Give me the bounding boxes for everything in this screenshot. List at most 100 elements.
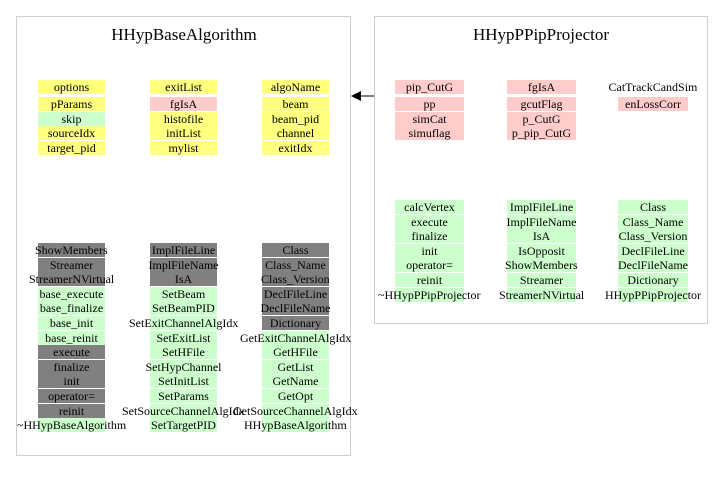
member-label: histofile (163, 111, 204, 126)
left-member-1-2-9: SetInitList (150, 374, 217, 389)
member-label: Streamer (49, 257, 94, 272)
member-label: operator= (406, 258, 453, 273)
member-label: base_init (49, 316, 94, 330)
member-label: beam (282, 97, 309, 111)
right-member-2-2-3: DeclFileLine (618, 243, 688, 258)
member-label: DeclFileLine (621, 243, 685, 258)
member-label: base_execute (39, 286, 104, 301)
member-label: options (53, 80, 90, 94)
member-label: ImplFileName (506, 214, 577, 229)
member-label: StreamerNVirtual (499, 287, 585, 302)
member-label: p_CutG (522, 111, 561, 126)
member-label: init (421, 243, 438, 258)
member-label: Dictionary (269, 316, 322, 330)
member-label: Streamer (519, 273, 564, 287)
left-member-2-2-12: HHypBaseAlgorithm (244, 418, 347, 433)
left-member-2-2-5: Dictionary (262, 316, 329, 330)
right-member-2-2-6: HHypPPipProjector (605, 287, 701, 302)
right-member-0-2-1: execute (395, 214, 464, 229)
member-label: IsA (532, 229, 551, 244)
member-label: fgIsA (169, 97, 198, 111)
right-member-1-2-2: IsA (507, 229, 576, 244)
right-member-0-1-1: simCat (395, 111, 464, 126)
left-member-2-0-0: algoName (262, 80, 329, 94)
member-label: base_reinit (45, 330, 98, 345)
left-member-2-2-11: GetSourceChannelAlgIdx (233, 403, 358, 418)
left-member-1-2-8: SetHypChannel (146, 359, 222, 374)
member-label: Class_Version (261, 272, 330, 287)
member-label: ShowMembers (35, 243, 108, 257)
left-member-2-2-6: GetExitChannelAlgIdx (240, 330, 351, 345)
member-label: ImplFileName (148, 257, 219, 272)
member-label: channel (276, 126, 315, 141)
member-label: Class (639, 200, 666, 214)
left-member-1-2-12: SetTargetPID (150, 418, 217, 433)
left-member-1-2-5: SetExitChannelAlgIdx (129, 316, 238, 330)
left-member-0-2-10: operator= (38, 389, 105, 403)
left-member-2-1-2: channel (262, 126, 329, 141)
left-member-0-2-1: Streamer (38, 257, 105, 272)
member-label: algoName (270, 80, 321, 94)
member-label: ImplFileLine (151, 243, 216, 257)
right-member-2-0-0: CatTrackCandSim (609, 80, 698, 94)
left-member-0-1-3: target_pid (38, 140, 105, 155)
right-member-1-1-1: p_CutG (507, 111, 576, 126)
left-member-1-2-11: SetSourceChannelAlgIdx (122, 403, 245, 418)
member-label: GetExitChannelAlgIdx (240, 330, 352, 345)
right-member-2-2-4: DeclFileName (618, 258, 688, 273)
member-label: SetInitList (158, 374, 209, 389)
left-member-1-2-7: SetHFile (150, 345, 217, 360)
member-label: operator= (48, 389, 95, 403)
left-member-0-1-2: sourceIdx (38, 126, 105, 141)
member-label: SetExitList (156, 330, 211, 345)
right-member-1-2-5: Streamer (507, 273, 576, 287)
right-member-0-2-5: reinit (395, 273, 464, 287)
member-label: GetList (277, 359, 314, 374)
member-label: calcVertex (404, 200, 455, 214)
member-label: IsA (174, 272, 193, 287)
right-member-1-2-3: IsOpposit (507, 243, 576, 258)
derived-class-title: HHypPPipProjector (473, 25, 609, 44)
left-member-1-2-3: SetBeam (150, 286, 217, 301)
member-label: execute (411, 214, 448, 229)
right-member-2-2-5: Dictionary (618, 273, 688, 287)
member-label: mylist (168, 140, 199, 155)
left-member-0-2-11: reinit (38, 403, 105, 418)
right-member-2-2-0: Class (618, 200, 688, 214)
left-member-2-2-7: GetHFile (262, 345, 329, 360)
member-label: HHypBaseAlgorithm (244, 418, 347, 433)
right-member-2-2-2: Class_Version (618, 229, 688, 244)
left-member-2-2-10: GetOpt (262, 389, 329, 403)
left-member-0-1-0: pParams (38, 97, 105, 111)
member-label: Dictionary (627, 273, 679, 287)
right-member-1-2-6: StreamerNVirtual (499, 287, 584, 302)
right-member-0-2-0: calcVertex (395, 200, 464, 214)
left-member-0-2-2: StreamerNVirtual (29, 272, 114, 287)
right-member-0-1-2: simuflag (395, 126, 464, 141)
member-label: SetBeam (161, 286, 206, 301)
member-label: ~HHypBaseAlgorithm (17, 418, 127, 433)
right-member-2-2-1: Class_Name (618, 214, 688, 229)
member-label: gcutFlag (520, 97, 563, 111)
member-label: ShowMembers (505, 258, 578, 273)
member-label: SetHypChannel (145, 359, 222, 374)
member-label: pParams (50, 97, 93, 111)
member-label: SetSourceChannelAlgIdx (122, 403, 245, 418)
inheritance-arrow-head (351, 91, 361, 101)
member-label: reinit (58, 403, 85, 418)
left-member-1-2-6: SetExitList (150, 330, 217, 345)
left-member-2-2-0: Class (262, 243, 329, 257)
member-label: skip (61, 111, 82, 126)
left-member-0-2-9: init (38, 374, 105, 389)
member-label: exitIdx (278, 140, 313, 155)
member-label: fgIsA (527, 80, 556, 94)
member-label: sourceIdx (47, 126, 96, 141)
right-member-1-2-0: ImplFileLine (507, 200, 576, 214)
member-label: DeclFileName (618, 258, 688, 273)
right-member-1-1-0: gcutFlag (507, 97, 576, 111)
left-member-2-1-3: exitIdx (262, 140, 329, 155)
member-label: pp (423, 97, 436, 111)
left-member-1-2-0: ImplFileLine (150, 243, 217, 257)
left-member-2-1-1: beam_pid (262, 111, 329, 126)
member-label: simCat (412, 111, 447, 126)
